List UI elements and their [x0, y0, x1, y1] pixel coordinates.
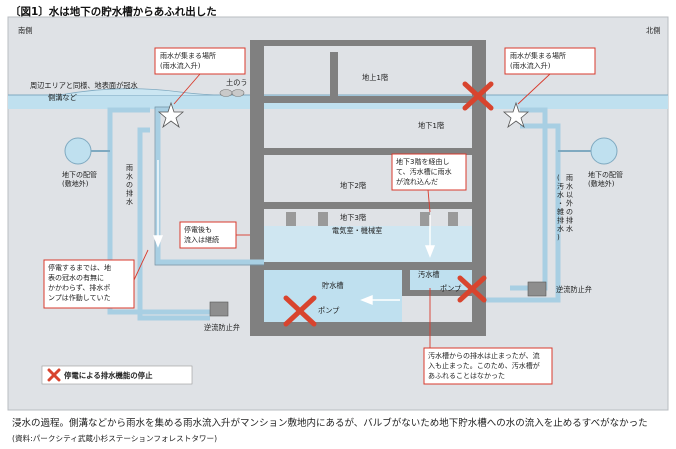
offsite-pipe-right — [590, 137, 618, 165]
sandbag-1 — [219, 89, 233, 97]
flow-arrows — [152, 160, 436, 306]
sandbag-2 — [231, 89, 245, 97]
callout-box-after — [179, 221, 237, 249]
label-south: 南側 — [18, 26, 32, 35]
multiline-labels: 地下の配管(敷地外) 地下の配管(敷地外) — [62, 170, 623, 188]
label-flooded: 周辺エリアと同様、地表面が冠水 — [30, 81, 138, 90]
sewage-tank-water — [410, 270, 472, 290]
check-valve-left-box — [209, 301, 229, 317]
label-storage: 貯水槽 — [322, 281, 344, 290]
callout-box-sewage — [423, 347, 553, 385]
callout-box-rain-right — [504, 47, 596, 75]
callout-after: 停電後も流入は継続 — [184, 225, 219, 244]
callout-boxes — [43, 47, 596, 385]
label-pump-sewage: ポンプ — [440, 284, 462, 293]
callout-rain-right: 雨水が集まる場所(雨水流入升) — [510, 51, 566, 70]
building-structure — [250, 40, 486, 336]
label-north: 北側 — [646, 26, 660, 35]
figure-title: 〔図1〕水は地下の貯水槽からあふれ出した — [10, 6, 217, 18]
label-non-rain-drain: 雨水以外の排水(汚水・雑排水) — [557, 174, 573, 242]
legend-x-icon — [47, 368, 61, 382]
callout-before: 停電するまでは、地表の冠水の有無にかかわらず、排水ポンプは作動していた — [48, 263, 111, 302]
callout-box-via-b3 — [391, 153, 467, 191]
label-electrical: 電気室・機械室 — [332, 226, 382, 235]
label-gutter: 側溝など — [48, 93, 77, 102]
label-topsoil: 土のう — [226, 78, 248, 87]
callout-texts: 雨水が集まる場所(雨水流入升) 雨水が集まる場所(雨水流入升) 地下3階を経由し… — [48, 51, 566, 380]
callout-sewage: 汚水槽からの排水は止まったが、流入も止まった。このため、汚水槽があふれることはな… — [428, 351, 540, 380]
label-floor-1f: 地上1階 — [362, 73, 388, 82]
figure-source: (資料:パークシティ武蔵小杉ステーションフォレストタワー) — [12, 434, 218, 443]
legend-box — [41, 365, 193, 385]
outage-x-1f — [462, 81, 494, 111]
offsite-pipe-left — [64, 137, 92, 165]
label-pipe-left: 地下の配管(敷地外) — [62, 170, 97, 188]
pipes-right — [486, 107, 561, 303]
label-valve-right: 逆流防止弁 — [556, 285, 592, 294]
outage-x-sewage-pump — [457, 275, 487, 303]
label-floor-b2: 地下2階 — [340, 181, 366, 190]
label-floor-b3: 地下3階 — [340, 213, 366, 222]
callout-box-before — [43, 259, 135, 309]
label-rain-drain: 雨水の排水 — [126, 164, 133, 206]
rain-inlet-star-left — [157, 101, 185, 129]
label-floor-b1: 地下1階 — [418, 121, 444, 130]
rain-inlet-star-right — [502, 101, 530, 129]
outage-x-main-pump — [283, 295, 317, 327]
label-pipe-right: 地下の配管(敷地外) — [588, 170, 623, 188]
check-valve-right-box — [527, 281, 547, 297]
callout-via-b3: 地下3階を経由して、汚水槽に雨水が流れ込んだ — [396, 157, 452, 186]
figure-caption: 浸水の過程。側溝などから雨水を集める雨水流入升がマンション敷地内にあるが、バルブ… — [12, 418, 648, 429]
label-pump-main: ポンプ — [318, 306, 340, 315]
electrical-room-area — [264, 226, 472, 262]
label-valve-left: 逆流防止弁 — [204, 323, 240, 332]
callout-rain-left: 雨水が集まる場所(雨水流入升) — [160, 51, 216, 70]
outage-marks — [283, 81, 494, 327]
flood-wave-left — [59, 88, 241, 96]
legend-label: 停電による排水機能の停止 — [64, 371, 153, 380]
label-sewage: 汚水槽 — [418, 270, 440, 279]
